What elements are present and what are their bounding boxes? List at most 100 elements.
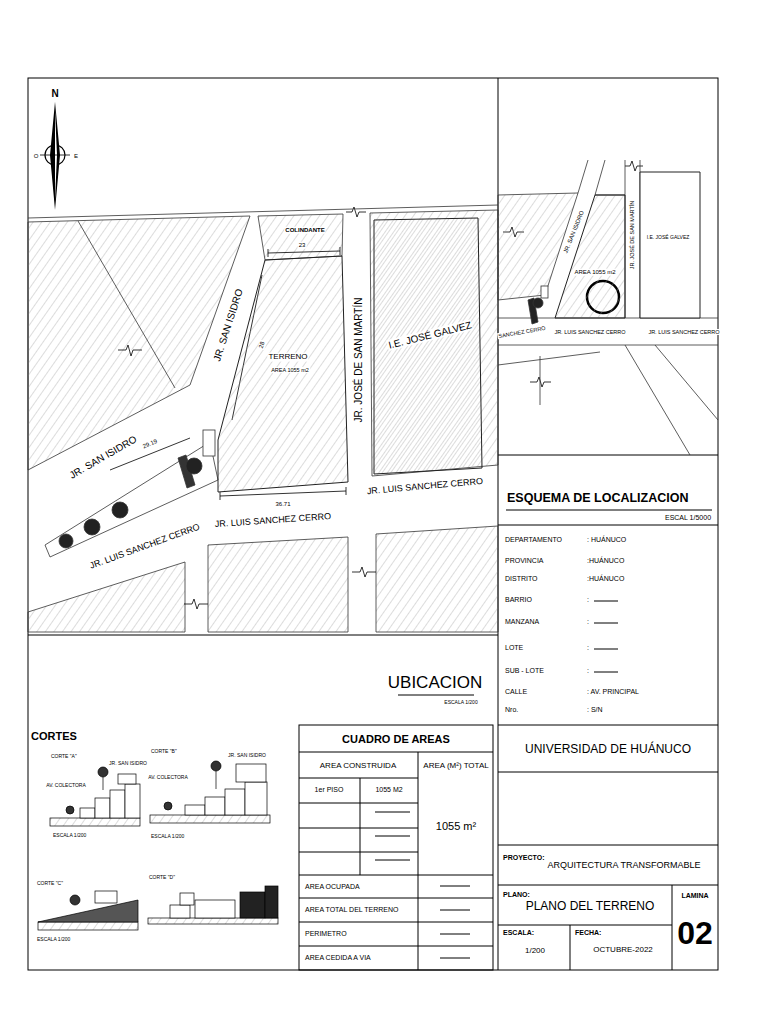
plan-label: FECHA: bbox=[574, 929, 602, 937]
plan-label: 1/200 bbox=[524, 947, 546, 956]
plan-label: AREA OCUPADA bbox=[304, 883, 361, 891]
break-symbol bbox=[118, 345, 142, 356]
section-step bbox=[110, 790, 125, 818]
dimension-tick bbox=[346, 487, 347, 495]
table-rule bbox=[360, 778, 361, 875]
plan-label: JR. LUIS SANCHEZ CERRO bbox=[88, 522, 203, 572]
blank-dash bbox=[440, 886, 470, 887]
plan-label: : bbox=[586, 596, 590, 604]
plan-label: CORTE "B" bbox=[150, 749, 178, 755]
table-rule bbox=[299, 828, 418, 829]
north-arrow bbox=[40, 102, 70, 210]
street-edge bbox=[578, 160, 588, 193]
plan-label: 1er PISO bbox=[314, 786, 345, 794]
plan-label: 02 bbox=[676, 916, 714, 951]
blank-dash bbox=[440, 958, 470, 959]
plan-label: ARQUITECTURA TRANSFORMABLE bbox=[547, 861, 702, 871]
plan-label: CORTE "D" bbox=[148, 875, 176, 881]
street-edge bbox=[655, 345, 718, 420]
plan-label: UNIVERSIDAD DE HUÁNUCO bbox=[524, 743, 692, 756]
plan-label: : bbox=[586, 618, 590, 626]
plan-label: JR. LUIS SANCHEZ CERRO bbox=[647, 329, 720, 335]
street-edge bbox=[540, 356, 541, 405]
plan-label: UBICACION bbox=[387, 674, 483, 693]
blank-dash bbox=[594, 649, 618, 650]
kiosk bbox=[203, 430, 215, 456]
section-step bbox=[125, 784, 140, 818]
hatched-block bbox=[208, 537, 348, 632]
plan-label: :HUÁNUCO bbox=[586, 557, 625, 565]
plan-label: : HUÁNUCO bbox=[586, 536, 627, 544]
map-parcel: I.E. JOSÉ GALVEZ bbox=[372, 218, 482, 476]
dimension-line bbox=[268, 251, 340, 253]
frame-divider bbox=[498, 845, 718, 846]
plan-label: CUADRO DE AREAS bbox=[341, 733, 451, 745]
parcel-label: I.E. JOSÉ GALVEZ bbox=[646, 235, 691, 241]
section-step bbox=[225, 789, 245, 815]
tree-symbol bbox=[164, 802, 172, 810]
plan-label: JR. JOSÉ DE SAN MARTÍN bbox=[353, 297, 364, 424]
parcel-shape bbox=[555, 195, 625, 318]
plan-label: PROYECTO: bbox=[502, 854, 546, 862]
plan-label: JR. SAN ISIDRO bbox=[108, 761, 148, 767]
blank-dash bbox=[375, 860, 410, 861]
section-building bbox=[236, 764, 266, 782]
plan-label: JR. LUIS SANCHEZ CERRO bbox=[366, 477, 485, 497]
section-step bbox=[265, 886, 278, 918]
hatched-block bbox=[370, 210, 498, 476]
frame-divider bbox=[498, 772, 718, 773]
plan-label: COLINDANTE bbox=[284, 227, 325, 234]
parcel-label: AREA 1055 m2 bbox=[573, 269, 616, 276]
plan-label: CALLE bbox=[504, 688, 528, 696]
parcel-outline bbox=[640, 172, 700, 318]
plan-label: ESQUEMA DE LOCALIZACION bbox=[506, 492, 689, 506]
north-arrow-axis bbox=[40, 155, 70, 156]
tree-symbol bbox=[84, 519, 100, 535]
map-parcel: I.E. JOSÉ GALVEZ bbox=[640, 172, 700, 318]
plan-label: 36.71 bbox=[274, 501, 291, 508]
frame-divider bbox=[498, 525, 718, 526]
section-ground bbox=[148, 918, 278, 924]
tree-symbol bbox=[533, 298, 543, 308]
section-slope bbox=[38, 900, 138, 922]
blank-dash bbox=[375, 836, 410, 837]
plan-label: PLANO: bbox=[502, 891, 531, 899]
plan-label: PLANO DEL TERRENO bbox=[525, 900, 656, 913]
table-rule bbox=[299, 752, 493, 753]
plan-label: PERIMETRO bbox=[304, 930, 348, 938]
plan-label: ESCALA 1/200 bbox=[150, 834, 185, 840]
plan-label: N bbox=[50, 88, 59, 99]
table-rule bbox=[299, 922, 493, 923]
section-step bbox=[185, 805, 205, 815]
break-symbol bbox=[346, 207, 366, 217]
plan-label: ESCALA 1/200 bbox=[36, 937, 71, 943]
parcel-shape bbox=[374, 218, 482, 474]
plan-label: MANZANA bbox=[504, 618, 540, 626]
hatched-block bbox=[28, 562, 185, 632]
section-step bbox=[195, 900, 235, 918]
break-symbol bbox=[184, 599, 208, 609]
parcel-label: AREA 1055 m2 bbox=[270, 367, 310, 373]
plan-label: :HUÁNUCO bbox=[586, 575, 625, 583]
street-edge bbox=[625, 345, 690, 455]
dimension-tick bbox=[268, 249, 269, 257]
table-rule bbox=[299, 803, 418, 804]
plan-label: O bbox=[33, 153, 40, 160]
plan-label: ESCALA: bbox=[502, 929, 535, 937]
heading-underline bbox=[398, 695, 474, 696]
plan-label: AREA CEDIDA A VIA bbox=[304, 954, 372, 962]
section-step bbox=[80, 808, 95, 818]
section-step bbox=[170, 905, 190, 918]
tree-trunk bbox=[103, 777, 104, 790]
dimension-tick bbox=[220, 492, 221, 500]
tree-symbol bbox=[98, 767, 108, 777]
street-edge bbox=[498, 345, 718, 346]
parcel-outline bbox=[555, 195, 625, 318]
plan-label: ESCALA 1/200 bbox=[52, 833, 87, 839]
tree-symbol bbox=[70, 895, 80, 905]
section-building bbox=[95, 891, 117, 903]
tree-symbol bbox=[59, 534, 73, 548]
section-step bbox=[95, 798, 110, 818]
frame-divider bbox=[498, 925, 672, 926]
plan-label: : bbox=[586, 644, 590, 652]
